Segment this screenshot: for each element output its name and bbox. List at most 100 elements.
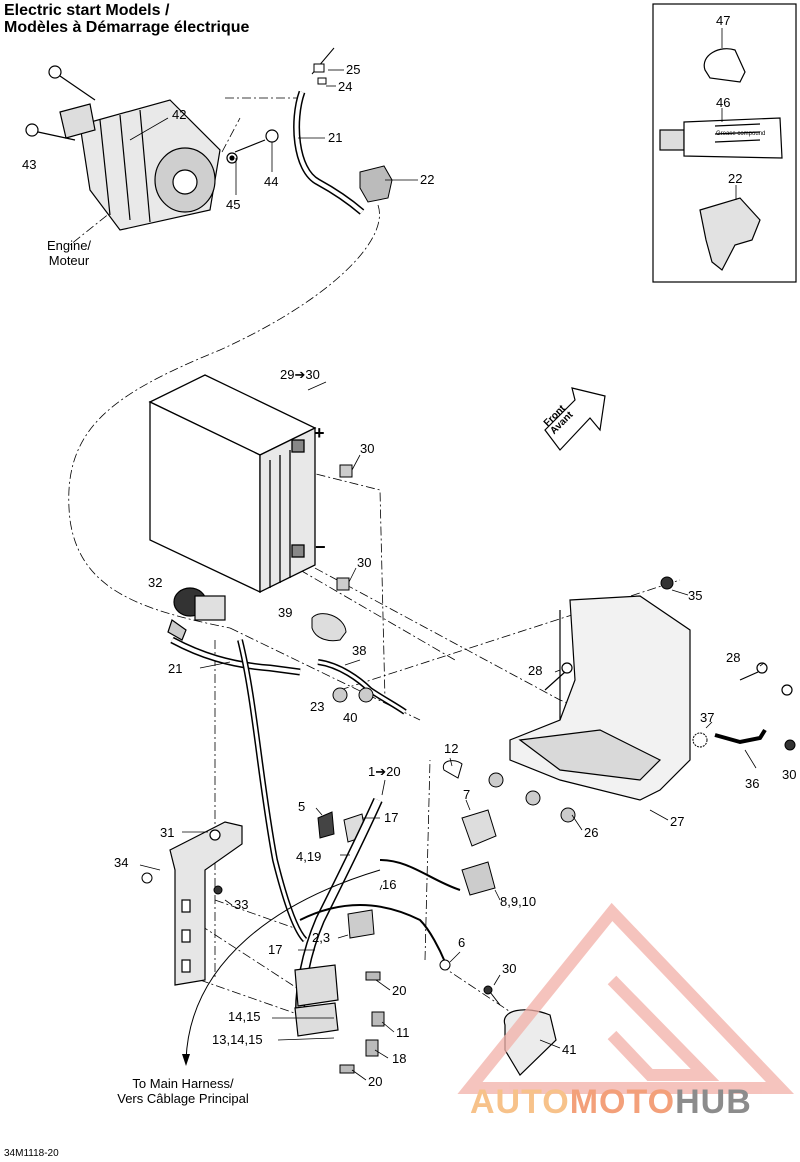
bolts-28	[544, 662, 793, 696]
callout-22-inset: 22	[728, 171, 743, 186]
fuse-12	[442, 760, 463, 779]
grease-tube-46	[659, 117, 783, 159]
callout-24: 24	[338, 79, 353, 94]
callout-25: 25	[346, 62, 361, 77]
callout-39: 39	[278, 605, 293, 620]
watermark-wordmark: AUTOMOTOHUB	[470, 1083, 752, 1121]
callout-43: 43	[22, 157, 37, 172]
inset-box	[652, 3, 797, 283]
callout-1-20: 1➔20	[368, 764, 401, 779]
main-harness-note: To Main Harness/ Vers Câblage Principal	[117, 1076, 249, 1106]
callout-17b: 17	[268, 942, 283, 957]
callout-4-19: 4,19	[296, 849, 322, 864]
main-harness-arrow	[185, 869, 381, 1061]
title-line-1: Electric start Models /	[4, 2, 170, 19]
callout-34: 34	[114, 855, 129, 870]
cable-38	[317, 659, 407, 715]
callout-33: 33	[234, 897, 249, 912]
negative-terminal-symbol: −	[315, 537, 326, 557]
front-arrow	[544, 387, 606, 451]
callout-31: 31	[160, 825, 175, 840]
title-line-2: Modèles à Démarrage électrique	[4, 19, 250, 36]
battery	[148, 374, 317, 594]
nut-30c	[784, 739, 796, 751]
starter-motor	[59, 99, 221, 231]
callout-28b: 28	[726, 650, 741, 665]
ground-cable-36	[714, 728, 767, 745]
dash-dot-lines	[68, 97, 681, 1036]
relay-socket-8	[461, 861, 496, 896]
watermark-logo	[457, 902, 795, 1094]
callout-7: 7	[463, 787, 471, 802]
starter-bolts	[25, 65, 279, 164]
grease-tube-label: Grease compound	[716, 131, 766, 137]
callout-46: 46	[716, 95, 731, 110]
callout-38: 38	[352, 643, 367, 658]
cable-21-top	[293, 47, 365, 215]
starter-solenoid	[167, 587, 226, 641]
callout-40: 40	[343, 710, 358, 725]
callout-45: 45	[226, 197, 241, 212]
terminal-cap-39	[311, 613, 347, 642]
leader-lines	[129, 28, 765, 1081]
nut-30a	[339, 464, 353, 478]
relay-7	[461, 809, 497, 847]
bolt-34	[141, 872, 153, 884]
callout-37: 37	[700, 710, 715, 725]
callout-27: 27	[670, 814, 685, 829]
fuse-blocks	[294, 964, 339, 1037]
nut-33	[213, 885, 223, 895]
positive-terminal-symbol: +	[314, 423, 325, 443]
callout-26: 26	[584, 825, 599, 840]
cable-tie-47	[703, 48, 746, 83]
bracket-31	[169, 821, 243, 986]
cable-21-lower	[170, 636, 301, 676]
page-title: Electric start Models / Modèles à Démarr…	[4, 2, 249, 36]
callout-14-15: 14,15	[228, 1009, 261, 1024]
callout-8-9-10: 8,9,10	[500, 894, 537, 909]
callout-5: 5	[298, 799, 306, 814]
callout-41: 41	[562, 1042, 577, 1057]
callout-35: 35	[688, 588, 703, 603]
callout-2-3: 2,3	[312, 930, 331, 945]
callout-30a: 30	[360, 441, 375, 456]
callout-17a: 17	[384, 810, 399, 825]
callout-28a: 28	[528, 663, 543, 678]
callout-36: 36	[745, 776, 760, 791]
callout-42: 42	[172, 107, 187, 122]
callout-21-top: 21	[328, 130, 343, 145]
callout-20b: 20	[368, 1074, 383, 1089]
document-code: 34M1118-20	[4, 1148, 59, 1159]
callout-30c: 30	[782, 767, 797, 782]
callout-30d: 30	[502, 961, 517, 976]
bracket-5	[317, 811, 335, 839]
callout-30b: 30	[357, 555, 372, 570]
callout-13-14-15: 13,14,15	[212, 1032, 263, 1047]
callout-21: 21	[168, 661, 183, 676]
callout-18: 18	[392, 1051, 407, 1066]
nut-40	[358, 687, 374, 703]
clip-22-inset	[699, 197, 761, 271]
nut-35	[660, 576, 674, 590]
engine-note: Engine/ Moteur	[46, 238, 92, 268]
fuses	[339, 971, 385, 1074]
callout-20a: 20	[392, 983, 407, 998]
callout-16: 16	[382, 877, 397, 892]
callout-11: 11	[396, 1025, 410, 1040]
callout-12: 12	[444, 741, 459, 756]
nut-23	[332, 687, 348, 703]
callout-22: 22	[420, 172, 435, 187]
eyelet-6	[439, 959, 451, 971]
nut-30b	[336, 577, 350, 591]
connectors-2-3	[347, 909, 375, 939]
clip-22	[359, 165, 393, 203]
battery-tray	[509, 595, 691, 801]
callout-47: 47	[716, 13, 731, 28]
callout-29-30: 29➔30	[280, 367, 320, 382]
grommets-26	[488, 772, 576, 823]
callout-44: 44	[264, 174, 279, 189]
callout-32: 32	[148, 575, 163, 590]
washer-37	[692, 732, 708, 748]
callout-23: 23	[310, 699, 325, 714]
